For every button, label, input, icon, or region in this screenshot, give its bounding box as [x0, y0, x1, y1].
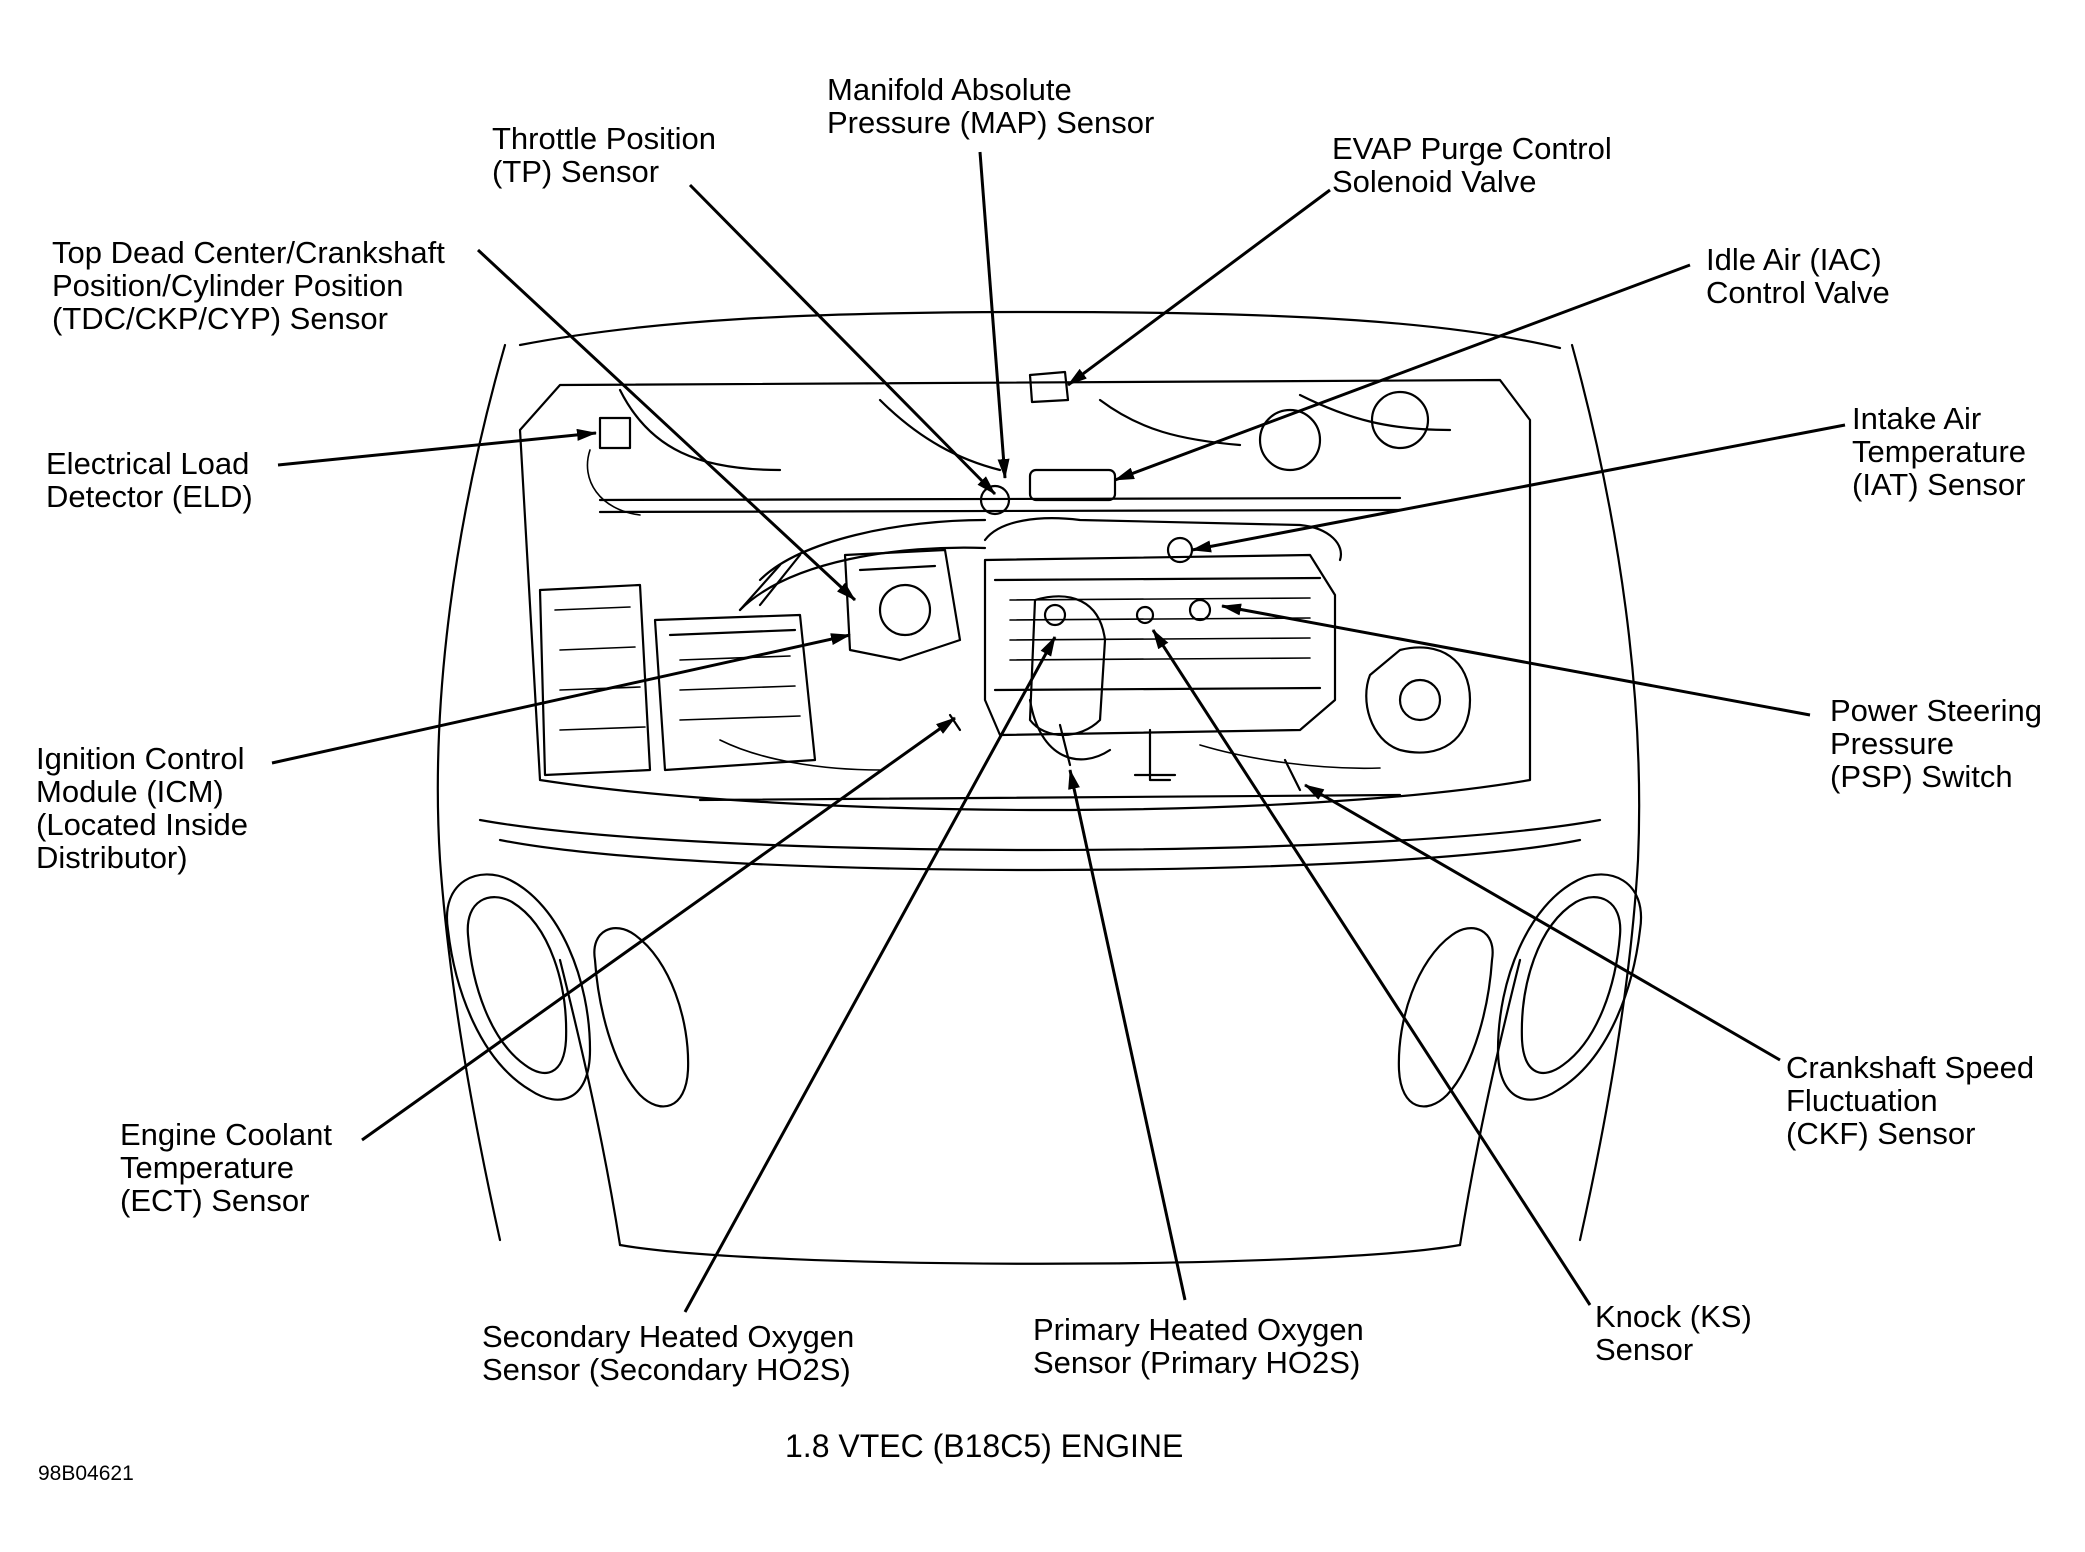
label-iat-line-2: Temperature	[1852, 434, 2027, 469]
label-ho2s-primary-line-2: Sensor (Primary HO2S)	[1033, 1345, 1361, 1380]
label-ho2s-secondary: Secondary Heated Oxygen Sensor (Secondar…	[482, 1320, 854, 1386]
leader-ect	[361, 716, 956, 1142]
leader-iat	[1191, 423, 1846, 553]
label-ho2s-secondary-line-2: Sensor (Secondary HO2S)	[482, 1352, 851, 1387]
leader-tp	[688, 183, 997, 496]
label-eld-line-2: Detector (ELD)	[46, 479, 253, 514]
leader-tdc	[476, 248, 857, 602]
label-evap-line-2: Solenoid Valve	[1332, 164, 1537, 199]
label-iat-line-3: (IAT) Sensor	[1852, 467, 2026, 502]
label-ckf-sensor: Crankshaft Speed Fluctuation (CKF) Senso…	[1786, 1051, 2034, 1150]
label-map-line-2: Pressure (MAP) Sensor	[827, 105, 1155, 140]
label-icm-line-2: Module (ICM)	[36, 774, 224, 809]
label-tdc-line-1: Top Dead Center/Crankshaft	[52, 235, 445, 270]
label-tp-line-1: Throttle Position	[492, 121, 716, 156]
figure-caption: 1.8 VTEC (B18C5) ENGINE	[785, 1428, 1184, 1464]
label-ho2s-primary: Primary Heated Oxygen Sensor (Primary HO…	[1033, 1313, 1364, 1379]
label-ect-sensor: Engine Coolant Temperature (ECT) Sensor	[120, 1118, 332, 1217]
label-psp-line-1: Power Steering	[1830, 693, 2042, 728]
leader-eld	[277, 428, 597, 467]
leader-psp	[1221, 603, 1811, 717]
label-icm-line-4: Distributor)	[36, 840, 188, 875]
label-icm: Ignition Control Module (ICM) (Located I…	[36, 742, 248, 874]
label-icm-line-1: Ignition Control	[36, 741, 245, 776]
label-tp-sensor: Throttle Position (TP) Sensor	[492, 122, 716, 188]
label-ks-sensor: Knock (KS) Sensor	[1595, 1300, 1752, 1366]
label-psp-switch: Power Steering Pressure (PSP) Switch	[1830, 694, 2042, 793]
leader-ho2s-primary	[1068, 769, 1187, 1301]
label-tdc-line-2: Position/Cylinder Position	[52, 268, 404, 303]
leader-iac	[1114, 263, 1691, 482]
leader-ckf	[1304, 783, 1781, 1062]
leader-lines	[271, 151, 1846, 1313]
label-ks-line-2: Sensor	[1595, 1332, 1694, 1367]
label-psp-line-3: (PSP) Switch	[1830, 759, 2013, 794]
label-eld: Electrical Load Detector (ELD)	[46, 447, 253, 513]
leader-ks	[1151, 629, 1592, 1306]
label-tdc-line-3: (TDC/CKP/CYP) Sensor	[52, 301, 388, 336]
label-ks-line-1: Knock (KS)	[1595, 1299, 1752, 1334]
engine-bay-details	[518, 370, 1532, 812]
leader-evap	[1067, 188, 1331, 387]
label-eld-line-1: Electrical Load	[46, 446, 250, 481]
figure-code: 98B04621	[38, 1462, 134, 1485]
label-map-sensor: Manifold Absolute Pressure (MAP) Sensor	[827, 73, 1154, 139]
leader-map	[978, 151, 1010, 479]
front-lamp-recesses	[445, 873, 1643, 1108]
label-iac-valve: Idle Air (IAC) Control Valve	[1706, 243, 1890, 309]
leader-icm	[271, 633, 851, 765]
label-ckf-line-3: (CKF) Sensor	[1786, 1116, 1976, 1151]
label-map-line-1: Manifold Absolute	[827, 72, 1072, 107]
label-evap-line-1: EVAP Purge Control	[1332, 131, 1612, 166]
leader-ho2s-secondary	[683, 636, 1057, 1313]
car-body-outline	[436, 310, 1641, 1265]
label-ect-line-3: (ECT) Sensor	[120, 1183, 310, 1218]
label-evap-valve: EVAP Purge Control Solenoid Valve	[1332, 132, 1612, 198]
label-iat-sensor: Intake Air Temperature (IAT) Sensor	[1852, 402, 2026, 501]
label-ckf-line-2: Fluctuation	[1786, 1083, 1938, 1118]
label-tp-line-2: (TP) Sensor	[492, 154, 660, 189]
label-ho2s-secondary-line-1: Secondary Heated Oxygen	[482, 1319, 855, 1354]
label-psp-line-2: Pressure	[1830, 726, 1955, 761]
label-iac-line-1: Idle Air (IAC)	[1706, 242, 1882, 277]
label-tdc-sensor: Top Dead Center/Crankshaft Position/Cyli…	[52, 236, 445, 335]
label-iac-line-2: Control Valve	[1706, 275, 1890, 310]
label-iat-line-1: Intake Air	[1852, 401, 1982, 436]
label-ect-line-1: Engine Coolant	[120, 1117, 332, 1152]
label-icm-line-3: (Located Inside	[36, 807, 248, 842]
label-ckf-line-1: Crankshaft Speed	[1786, 1050, 2035, 1085]
label-ho2s-primary-line-1: Primary Heated Oxygen	[1033, 1312, 1364, 1347]
label-ect-line-2: Temperature	[120, 1150, 295, 1185]
